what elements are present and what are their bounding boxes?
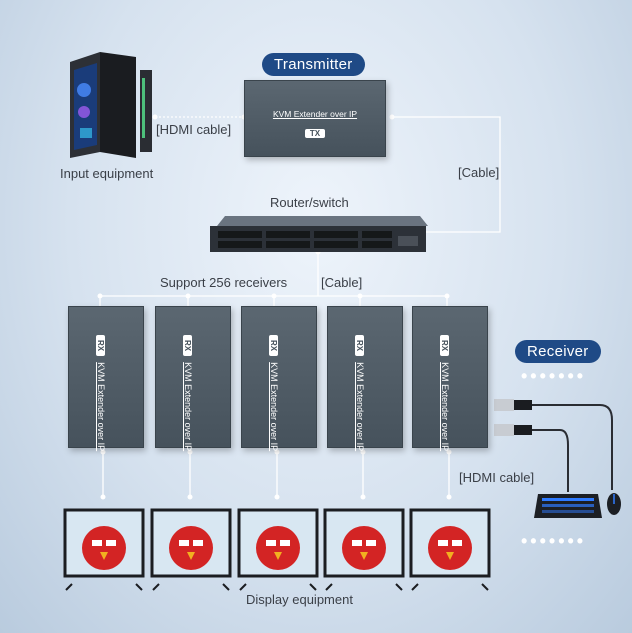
rx-device-title: KVM Extender over IP <box>96 362 106 452</box>
display-monitor-3 <box>237 508 319 592</box>
display-monitor-5 <box>409 508 491 592</box>
display-monitor-2 <box>150 508 232 592</box>
rx-device-title: KVM Extender over IP <box>183 362 193 452</box>
receiver-device-1: RX KVM Extender over IP <box>68 306 144 452</box>
receiver-device-3: RX KVM Extender over IP <box>241 306 317 452</box>
rx-device-title: KVM Extender over IP <box>269 362 279 452</box>
rx-badge: RX <box>96 335 105 357</box>
cable-right-label: [Cable] <box>458 165 500 180</box>
hdmi-cable-top-label: [HDMI cable] <box>156 122 232 137</box>
more-receivers-dots: ••••••• <box>521 366 587 386</box>
receiver-device-5: RX KVM Extender over IP <box>412 306 488 452</box>
transmitter-device: KVM Extender over IP TX <box>244 80 386 157</box>
rx-device-title: KVM Extender over IP <box>355 362 365 452</box>
rx-badge: RX <box>355 335 364 357</box>
receiver-device-2: RX KVM Extender over IP <box>155 306 231 452</box>
tx-device-title: KVM Extender over IP <box>272 109 358 119</box>
rx-badge: RX <box>269 335 278 357</box>
rx-badge: RX <box>183 335 192 357</box>
receiver-pill: Receiver <box>515 340 601 363</box>
rx-badge: RX <box>440 335 449 357</box>
input-equipment-label: Input equipment <box>60 166 154 181</box>
tx-badge: TX <box>304 129 326 138</box>
cable-line-right <box>392 116 501 233</box>
more-displays-dots: ••••••• <box>521 531 587 551</box>
display-monitor-4 <box>323 508 405 592</box>
hdmi-cable-bottom-label: [HDMI cable] <box>459 470 535 485</box>
display-monitor-1 <box>63 508 145 591</box>
cable-mid-label: [Cable] <box>321 275 363 290</box>
display-equipment-label: Display equipment <box>246 592 353 607</box>
router-switch-label: Router/switch <box>270 195 349 210</box>
transmitter-pill: Transmitter <box>262 53 365 76</box>
receiver-device-4: RX KVM Extender over IP <box>327 306 403 452</box>
support-receivers-label: Support 256 receivers <box>160 275 288 290</box>
rx-device-title: KVM Extender over IP <box>440 362 450 452</box>
